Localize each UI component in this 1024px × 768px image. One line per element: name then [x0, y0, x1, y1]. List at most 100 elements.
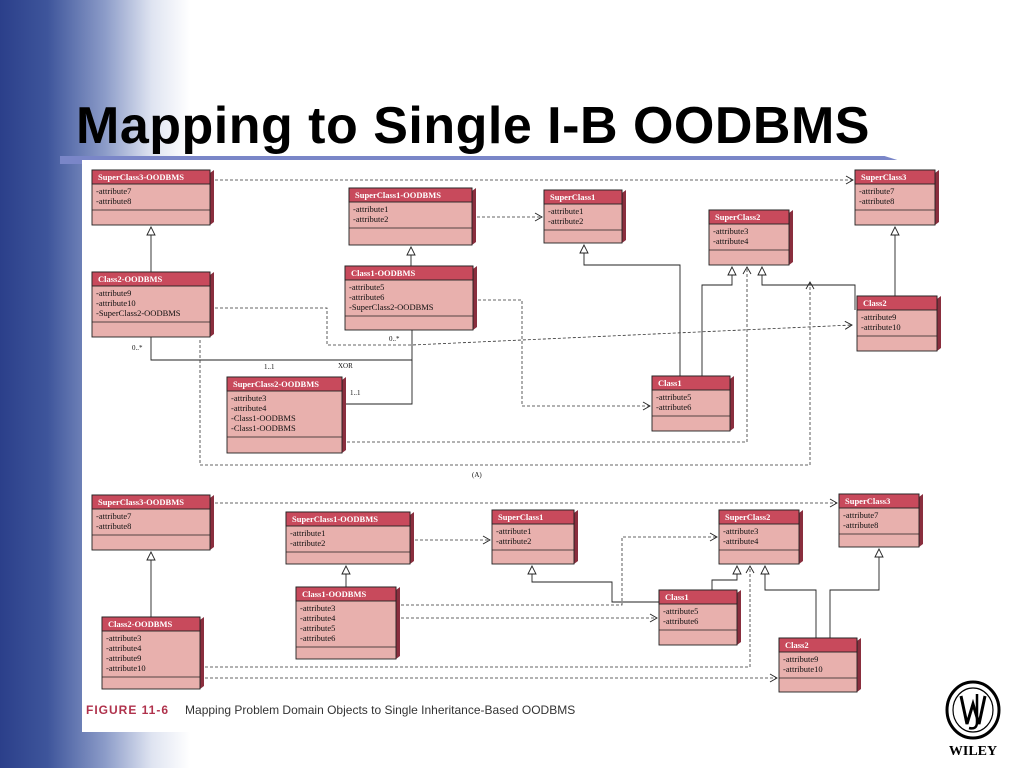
- class-box-header: [348, 187, 473, 203]
- class-name: Class1-OODBMS: [302, 589, 367, 599]
- wiley-seal-icon: [945, 680, 1001, 740]
- class-box-header: [285, 511, 411, 527]
- class-attribute: -attribute9: [861, 312, 896, 322]
- class-box-header: [91, 494, 211, 510]
- class-box-depth: [919, 494, 923, 547]
- class-attribute: -attribute3: [723, 526, 758, 536]
- class-box-depth: [622, 190, 626, 243]
- class-attribute: -attribute4: [713, 236, 749, 246]
- class-box-header: [226, 376, 343, 392]
- class-box-depth: [799, 510, 803, 564]
- class-box-depth: [200, 617, 204, 689]
- class-box-header: [838, 493, 920, 509]
- class-box-header: [651, 375, 731, 391]
- class-attribute: -attribute2: [496, 536, 531, 546]
- dependency-connector: [473, 299, 651, 411]
- class-name: SuperClass3: [845, 496, 890, 506]
- class-box-b-2: SuperClass1-attribute1-attribute2: [491, 509, 578, 565]
- class-attribute: -attribute1: [548, 206, 583, 216]
- class-attribute: -attribute10: [861, 322, 901, 332]
- class-box-a-3: SuperClass2 -attribute3-attribute4: [708, 209, 793, 266]
- class-box-b-8: Class2-attribute9-attribute10: [778, 637, 861, 693]
- class-attribute: -attribute7: [859, 186, 894, 196]
- class-box-header: [658, 589, 738, 605]
- class-box-header: [778, 637, 858, 653]
- class-name: SuperClass3-OODBMS: [98, 497, 184, 507]
- class-box-depth: [396, 587, 400, 659]
- class-box-depth: [937, 296, 941, 351]
- class-box-header: [91, 271, 211, 287]
- generalization-connector: [829, 547, 884, 638]
- class-attribute: -attribute4: [723, 536, 759, 546]
- class-boxes: SuperClass3-OODBMS-attribute7-attribute8…: [91, 169, 941, 693]
- class-box-a-2: SuperClass1-attribute1-attribute2: [543, 189, 626, 244]
- class-attribute: -attribute3: [300, 603, 335, 613]
- generalization-connector: [527, 564, 659, 603]
- class-name: SuperClass2-OODBMS: [233, 379, 319, 389]
- class-attribute: -attribute4: [106, 643, 142, 653]
- class-attribute: -attribute8: [96, 196, 131, 206]
- class-box-depth: [730, 376, 734, 431]
- class-attribute: -attribute5: [349, 282, 384, 292]
- class-name: SuperClass1: [498, 512, 543, 522]
- class-attribute: -attribute9: [783, 654, 818, 664]
- class-box-header: [91, 169, 211, 185]
- caption-text: Mapping Problem Domain Objects to Single…: [185, 703, 576, 717]
- class-box-depth: [210, 272, 214, 337]
- class-box-a-9: Class1-attribute5-attribute6: [651, 375, 734, 432]
- generalization-connector: [701, 265, 737, 376]
- class-name: SuperClass1: [550, 192, 595, 202]
- class-attribute: -attribute10: [96, 298, 136, 308]
- uml-figure: SuperClass3-OODBMS-attribute7-attribute8…: [82, 160, 952, 732]
- generalization-connector: [711, 564, 742, 590]
- connector-lines: [146, 175, 900, 683]
- generalization-connector: [579, 243, 681, 376]
- class-attribute: -attribute5: [663, 606, 698, 616]
- class-box-header: [491, 509, 575, 525]
- class-name: Class1-OODBMS: [351, 268, 416, 278]
- class-attribute: -attribute3: [106, 633, 141, 643]
- class-attribute: -attribute8: [843, 520, 878, 530]
- dependency-connector: [199, 281, 815, 466]
- class-attribute: -attribute9: [96, 288, 131, 298]
- class-attribute: -attribute10: [783, 664, 823, 674]
- multiplicity-label: 1..1: [350, 389, 361, 397]
- class-attribute: -attribute3: [713, 226, 748, 236]
- class-box-depth: [857, 638, 861, 692]
- class-attribute: -SuperClass2-OODBMS: [96, 308, 181, 318]
- class-box-header: [718, 509, 800, 525]
- class-box-depth: [210, 170, 214, 225]
- class-box-depth: [935, 170, 939, 225]
- class-box-depth: [472, 188, 476, 245]
- class-name: Class2-OODBMS: [98, 274, 163, 284]
- class-box-depth: [473, 266, 477, 330]
- class-box-b-7: Class2-OODBMS-attribute3-attribute4-attr…: [101, 616, 204, 690]
- class-box-header: [344, 265, 474, 281]
- class-name: SuperClass1-OODBMS: [355, 190, 441, 200]
- multiplicity-label: 0..*: [132, 344, 143, 352]
- generalization-connector: [760, 564, 817, 638]
- xor-constraint-label: XOR: [338, 362, 353, 370]
- diagram-a-label: (A): [472, 471, 482, 479]
- caption-label: FIGURE 11-6: [86, 703, 170, 717]
- class-box-a-6: Class1-OODBMS-attribute5-attribute6-Supe…: [344, 265, 477, 331]
- class-box-b-3: SuperClass2-attribute3-attribute4: [718, 509, 803, 565]
- class-name: Class2: [863, 298, 887, 308]
- class-name: SuperClass2: [715, 212, 760, 222]
- class-attribute: -Class1-OODBMS: [231, 413, 296, 423]
- class-name: Class1: [658, 378, 682, 388]
- multiplicity-label: 0..*: [389, 335, 400, 343]
- class-attribute: -attribute7: [843, 510, 878, 520]
- class-name: SuperClass3-OODBMS: [98, 172, 184, 182]
- class-box-a-1: SuperClass1-OODBMS-attribute1-attribute2: [348, 187, 476, 246]
- class-attribute: -attribute1: [353, 204, 388, 214]
- association-connector: [342, 360, 413, 405]
- class-attribute: -attribute5: [300, 623, 335, 633]
- class-box-depth: [342, 377, 346, 453]
- class-attribute: -attribute7: [96, 186, 131, 196]
- class-attribute: -Class1-OODBMS: [231, 423, 296, 433]
- class-attribute: -attribute6: [663, 616, 698, 626]
- dependency-connector: [200, 565, 755, 668]
- class-box-b-1: SuperClass1-OODBMS-attribute1-attribute2: [285, 511, 414, 565]
- wiley-wordmark: WILEY: [948, 744, 998, 759]
